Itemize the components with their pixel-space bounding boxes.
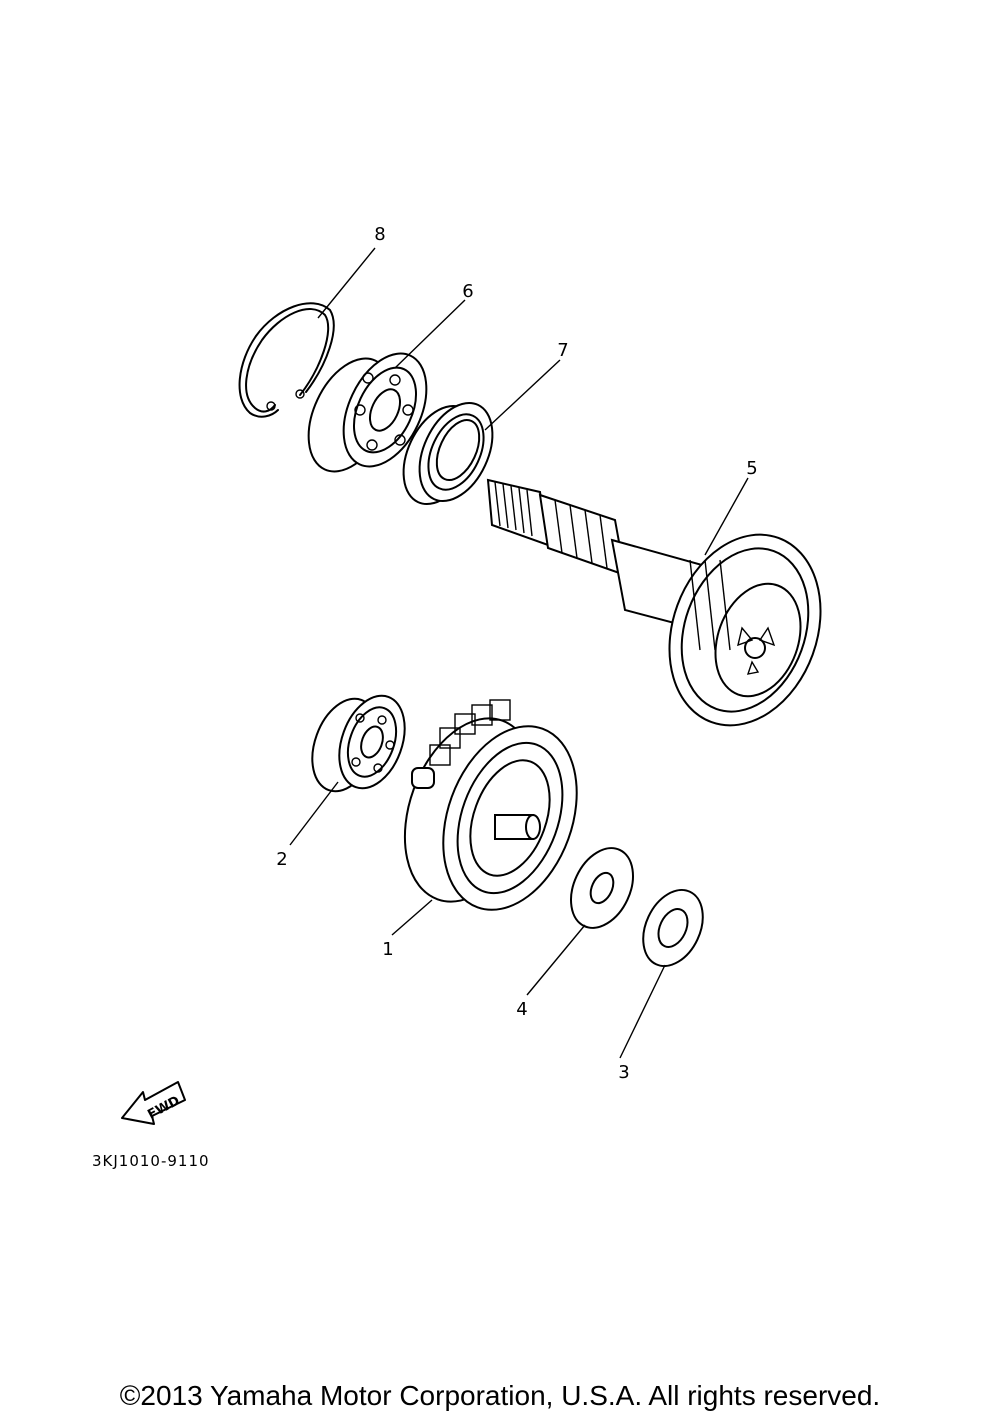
oil-seal-part <box>402 401 494 506</box>
washer-4-part <box>570 847 634 929</box>
washer-3-part <box>642 888 704 968</box>
callout-3: 3 <box>618 1062 629 1083</box>
fwd-arrow-icon: FWD <box>121 1081 186 1125</box>
callout-6: 6 <box>462 281 473 302</box>
callout-8: 8 <box>374 224 385 245</box>
callout-7: 7 <box>557 340 568 361</box>
gear-part <box>403 699 578 911</box>
callout-2: 2 <box>276 849 287 870</box>
callout-5: 5 <box>746 458 757 479</box>
shaft-gear-part <box>486 478 822 727</box>
bearing-lower-part <box>311 694 406 793</box>
callout-4: 4 <box>516 999 527 1020</box>
copyright-notice: ©2013 Yamaha Motor Corporation, U.S.A. A… <box>119 1380 881 1411</box>
circlip-part <box>238 302 335 418</box>
callout-leaders <box>289 247 749 1059</box>
bearing-upper-part <box>307 352 428 473</box>
callout-labels: 8 6 7 5 2 1 4 3 <box>276 224 757 1083</box>
diagram-code: 3KJ1010-9110 <box>92 1152 210 1170</box>
callout-1: 1 <box>382 939 393 960</box>
